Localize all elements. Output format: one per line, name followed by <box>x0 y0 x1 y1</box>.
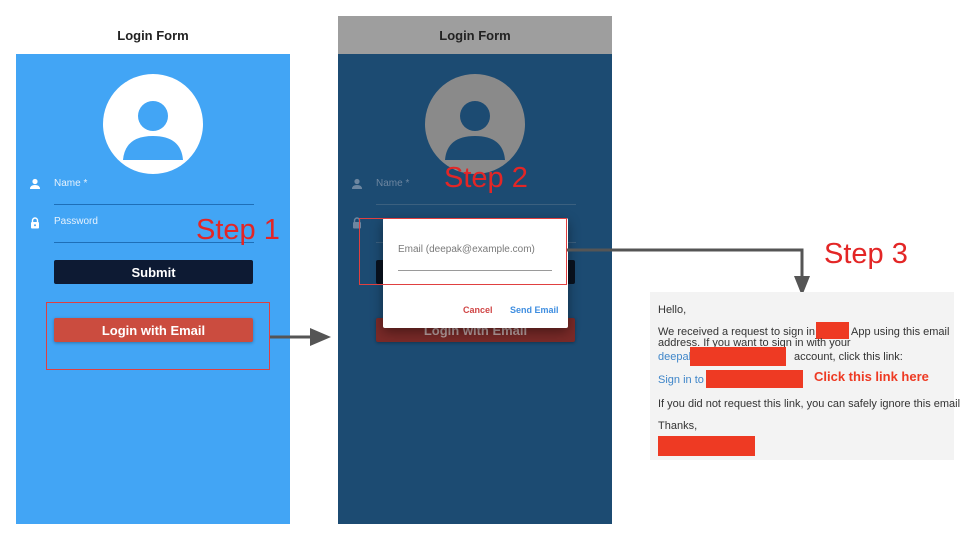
name-placeholder: Name * <box>376 178 410 189</box>
email-body-line3-end: account, click this link: <box>794 351 903 363</box>
click-link-annotation: Click this link here <box>814 369 929 384</box>
email-body-line2: address. If you want to sign in with you… <box>658 337 851 349</box>
person-icon <box>351 178 363 190</box>
name-placeholder: Name * <box>54 178 88 189</box>
email-dialog: Email (deepak@example.com) Cancel Send E… <box>383 218 568 328</box>
password-field[interactable]: Password <box>54 216 254 243</box>
login-screen-step1: Login Form Name * Password Submit Login … <box>16 16 290 524</box>
login-with-email-button[interactable]: Login with Email <box>54 318 253 342</box>
redacted-app-name <box>816 322 849 339</box>
user-avatar-icon <box>445 101 505 160</box>
name-field[interactable]: Name * <box>54 178 254 205</box>
login-screen-step2: Login Form Name * Login with Email Email… <box>338 16 612 524</box>
email-address-start: deepak <box>658 351 695 363</box>
redacted-signature <box>658 436 755 456</box>
password-placeholder: Password <box>54 216 98 227</box>
step1-highlight-box <box>46 302 270 370</box>
user-avatar-icon <box>123 101 183 160</box>
step3-label: Step 3 <box>824 238 908 270</box>
person-icon <box>29 178 41 190</box>
step1-label: Step 1 <box>196 214 280 246</box>
email-thanks: Thanks, <box>658 420 698 432</box>
app-bar: Login Form <box>16 16 290 54</box>
sign-in-link[interactable]: Sign in to <box>658 374 704 386</box>
name-field[interactable]: Name * <box>376 178 576 205</box>
sign-in-email: Hello, We received a request to sign in … <box>650 292 960 460</box>
arrow-head-icon <box>310 328 331 346</box>
email-ignore-line: If you did not request this link, you ca… <box>658 398 960 410</box>
app-bar-title: Login Form <box>439 27 511 43</box>
email-input[interactable]: Email (deepak@example.com) <box>398 244 552 271</box>
send-email-button[interactable]: Send Email <box>510 305 559 315</box>
email-greeting: Hello, <box>658 304 687 316</box>
step2-highlight-box <box>359 218 567 285</box>
lock-icon <box>29 217 41 229</box>
avatar <box>103 74 203 174</box>
step2-label: Step 2 <box>444 162 528 194</box>
avatar <box>425 74 525 174</box>
cancel-button[interactable]: Cancel <box>463 305 493 315</box>
app-bar: Login Form <box>338 16 612 54</box>
email-body-line1-end: App using this email <box>851 326 950 338</box>
redacted-email <box>690 347 786 366</box>
redacted-link-text <box>706 370 803 388</box>
submit-label: Submit <box>131 264 176 280</box>
app-bar-title: Login Form <box>117 27 189 43</box>
login-with-email-label: Login with Email <box>101 322 206 338</box>
submit-button[interactable]: Submit <box>54 260 253 284</box>
email-body-line1-start: We received a request to sign in to <box>658 326 828 338</box>
email-placeholder: Email (deepak@example.com) <box>398 244 535 255</box>
